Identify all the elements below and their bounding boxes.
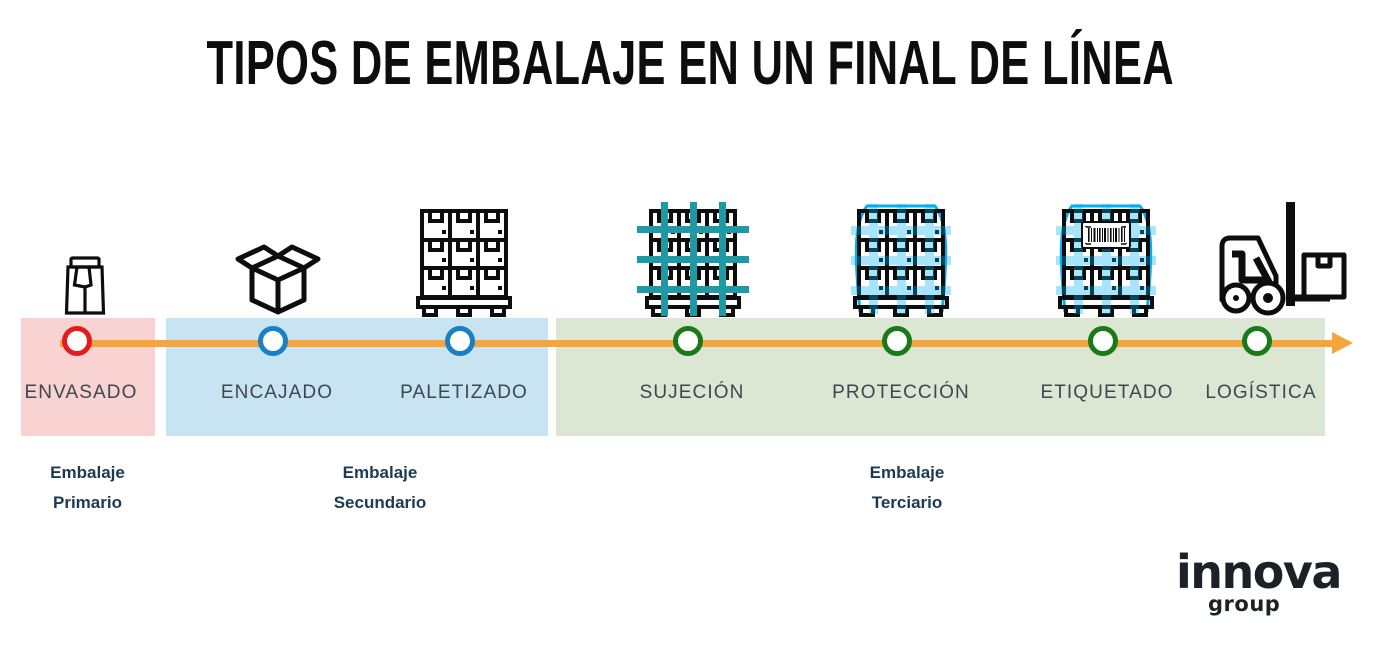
brand-logo-name: innova (1176, 545, 1342, 599)
step-dot-encajado[interactable] (258, 326, 288, 356)
step-label-envasado: ENVASADO (24, 382, 138, 403)
page-title: TIPOS DE EMBALAJE EN UN FINAL DE LÍNEA (206, 29, 1174, 98)
wrapped-pallet-icon (845, 200, 957, 323)
group-label-secondary: Embalaje Secundario (280, 458, 480, 518)
strapped-pallet-icon (637, 200, 749, 323)
labeled-pallet-icon (1050, 200, 1162, 323)
brand-logo-sub: group (1208, 592, 1281, 616)
step-label-proteccion: PROTECCIÓN (832, 382, 970, 403)
step-label-etiquetado: ETIQUETADO (1040, 382, 1174, 403)
group-band-tertiary (556, 318, 1325, 436)
group-label-tertiary-line1: Embalaje (869, 463, 945, 482)
group-label-tertiary: Embalaje Terciario (807, 458, 1007, 518)
group-label-primary: Embalaje Primario (0, 458, 175, 518)
group-band-secondary (166, 318, 548, 436)
step-dot-sujecion[interactable] (673, 326, 703, 356)
barcode-label-icon (1081, 221, 1131, 249)
step-dot-paletizado[interactable] (445, 326, 475, 356)
step-label-paletizado: PALETIZADO (400, 382, 528, 403)
palletized-boxes-icon (414, 208, 514, 323)
step-dot-envasado[interactable] (62, 326, 92, 356)
brand-logo: innova group (1176, 545, 1342, 616)
pouch-bag-icon (58, 255, 112, 322)
group-label-secondary-line2: Secundario (333, 493, 427, 512)
open-box-icon (234, 237, 322, 322)
step-dot-etiquetado[interactable] (1088, 326, 1118, 356)
group-label-secondary-line1: Embalaje (342, 463, 418, 482)
step-label-logistica: LOGÍSTICA (1205, 382, 1317, 403)
group-label-primary-line1: Embalaje (50, 463, 125, 482)
step-dot-proteccion[interactable] (882, 326, 912, 356)
group-label-primary-line2: Primario (53, 493, 122, 512)
group-label-tertiary-line2: Terciario (871, 493, 943, 512)
timeline-arrow-icon (1332, 332, 1353, 354)
step-label-sujecion: SUJECIÓN (639, 382, 745, 403)
step-label-encajado: ENCAJADO (220, 382, 334, 403)
step-dot-logistica[interactable] (1242, 326, 1272, 356)
forklift-icon (1212, 198, 1348, 321)
